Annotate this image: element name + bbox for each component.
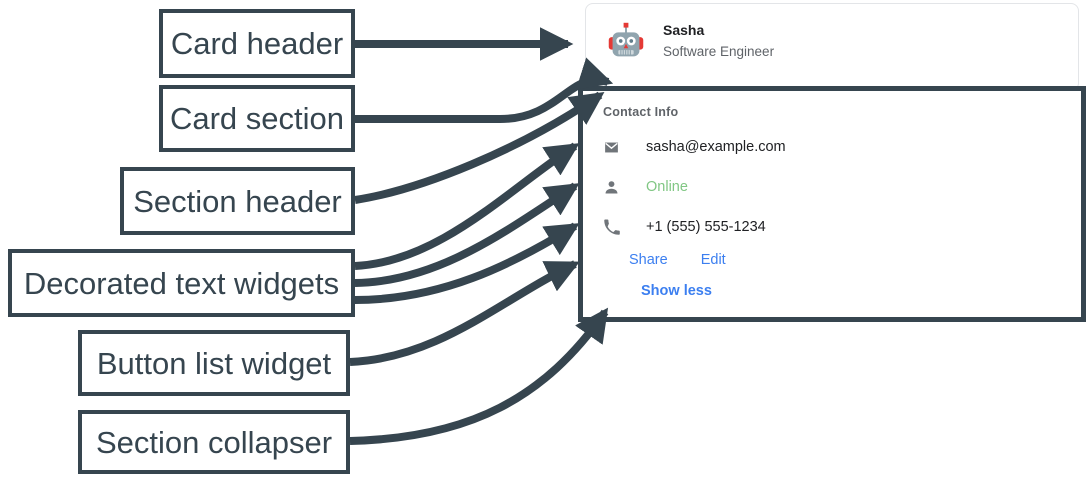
- annotation-label: Section collapser: [95, 424, 333, 460]
- profile-card: Sasha Software Engineer: [585, 3, 1079, 91]
- annotation-section-header: Section header: [120, 167, 355, 235]
- envelope-icon: [603, 139, 625, 156]
- edit-button[interactable]: Edit: [700, 252, 726, 268]
- arrow-dtw-email: [354, 142, 580, 270]
- annotation-label: Card section: [169, 101, 345, 136]
- button-list-widget: Share Edit: [629, 252, 1081, 268]
- arrow-dtw-online: [354, 182, 580, 287]
- decorated-text-value: +1 (555) 555-1234: [646, 219, 766, 235]
- robot-avatar-icon: [608, 22, 644, 57]
- annotation-button-list-widget: Button list widget: [78, 330, 350, 396]
- card-header-text: Sasha Software Engineer: [663, 20, 774, 63]
- decorated-text-widget-email: sasha@example.com: [603, 132, 1081, 162]
- section-collapser: Show less: [641, 282, 1081, 300]
- arrow-dtw-phone: [354, 222, 580, 304]
- arrow-section-header: [354, 91, 605, 204]
- annotation-decorated-text-widgets: Decorated text widgets: [8, 249, 355, 317]
- annotation-card-section: Card section: [159, 85, 355, 152]
- decorated-text-widget-phone: +1 (555) 555-1234: [603, 212, 1081, 242]
- decorated-text-widget-status: Online: [603, 172, 1081, 202]
- annotation-section-collapser: Section collapser: [78, 410, 350, 474]
- card-header: Sasha Software Engineer: [586, 4, 1078, 64]
- arrow-section-collapser: [349, 307, 609, 445]
- section-header: Contact Info: [603, 105, 679, 119]
- card-subtitle: Software Engineer: [663, 43, 775, 59]
- person-icon: [603, 179, 625, 196]
- card-title: Sasha: [663, 21, 705, 38]
- card-section-content: Contact Info sasha@example.com: [583, 91, 1081, 300]
- annotation-card-header: Card header: [159, 9, 355, 78]
- annotation-label: Button list widget: [96, 345, 332, 381]
- share-button[interactable]: Share: [629, 252, 668, 268]
- annotation-label: Decorated text widgets: [23, 265, 340, 301]
- annotation-label: Section header: [133, 183, 342, 219]
- show-less-button[interactable]: Show less: [641, 283, 712, 299]
- card-section: Contact Info sasha@example.com: [578, 86, 1086, 322]
- decorated-text-value: sasha@example.com: [646, 139, 786, 155]
- arrow-button-list: [349, 260, 580, 366]
- arrow-card-section: [355, 57, 614, 123]
- annotation-label: Card header: [170, 26, 344, 61]
- decorated-text-value: Online: [646, 179, 688, 195]
- phone-icon: [603, 218, 625, 236]
